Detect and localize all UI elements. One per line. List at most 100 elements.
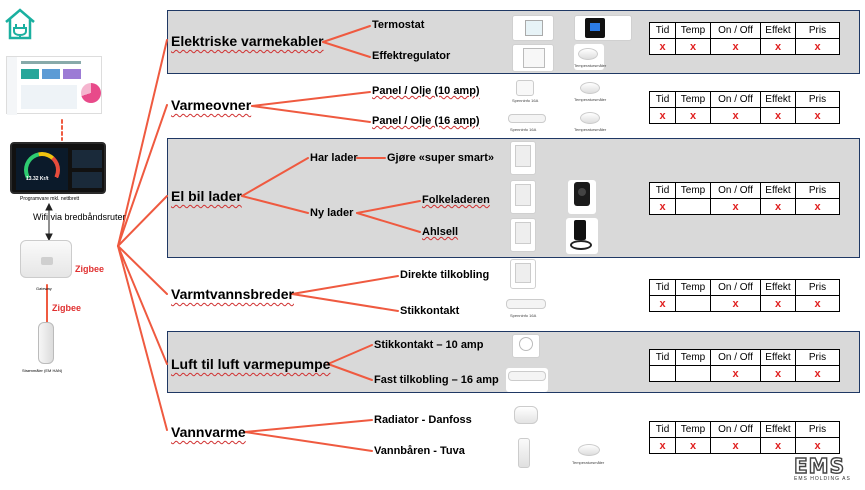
capability-header-cell: Temp (675, 349, 711, 366)
capability-header-cell: On / Off (710, 421, 761, 438)
tablet-display: 13.32 Kr/t (10, 142, 106, 194)
capability-mark-cell: x (710, 198, 761, 215)
sub-ahlsell: Ahlsell (422, 226, 459, 238)
capability-mark-cell: x (795, 38, 840, 55)
temp-sensor-image-2: Temperatursmåler (574, 80, 606, 104)
capability-header-cell: Tid (649, 279, 676, 296)
switch-image-4 (506, 368, 548, 392)
capability-mark-cell: x (649, 38, 676, 55)
capability-mark-cell: x (675, 107, 711, 124)
ems-logo: EMS EMS HOLDING AS (793, 454, 860, 486)
capability-header-cell: On / Off (710, 279, 761, 296)
sub-panel-10: Panel / Olje (10 amp) (372, 85, 480, 97)
capability-header-cell: Temp (675, 182, 711, 199)
capability-header-cell: Tid (649, 91, 676, 108)
capability-header-cell: On / Off (710, 349, 761, 366)
capability-header-cell: Effekt (760, 279, 796, 296)
capability-mark-cell: x (710, 365, 761, 382)
category-title-varmeovner: Varmeovner (171, 97, 252, 113)
software-caption: Programvare mkl. nettbrett (20, 196, 80, 202)
capability-mark-cell: x (795, 365, 840, 382)
temp-sensor-image-3: Temperatursmåler (574, 110, 606, 134)
zigbee-label-2: Zigbee (52, 303, 82, 313)
capability-mark-cell: x (795, 107, 840, 124)
zigbee-label-1: Zigbee (75, 264, 105, 274)
capability-mark-cell (649, 365, 676, 382)
sub-har-lader: Har lader (310, 152, 358, 164)
thermostat-white-image (512, 15, 554, 41)
capability-mark-cell: x (760, 38, 796, 55)
capability-mark-cell: x (675, 38, 711, 55)
switch-image-3: Spenninfo 16A (504, 295, 548, 323)
capability-header-cell: Pris (795, 91, 840, 108)
capability-header-cell: On / Off (710, 182, 761, 199)
din-switch-image-1 (510, 141, 536, 175)
capability-header-cell: Temp (675, 279, 711, 296)
dashboard-screenshot (6, 56, 102, 115)
sub-panel-16: Panel / Olje (16 amp) (372, 115, 480, 127)
ems-logo-sub: EMS HOLDING AS (794, 476, 851, 482)
capability-mark-cell: x (795, 437, 840, 454)
capability-header-cell: On / Off (710, 22, 761, 39)
capability-header-cell: Pris (795, 279, 840, 296)
capability-mark-cell: x (710, 38, 761, 55)
capability-mark-cell: x (710, 107, 761, 124)
din-switch-image-2 (510, 180, 536, 214)
capability-mark-cell: x (760, 365, 796, 382)
capability-mark-cell (675, 198, 711, 215)
ems-logo-name: EMS (793, 454, 845, 478)
capability-header-cell: Temp (675, 91, 711, 108)
capability-header-cell: Effekt (760, 421, 796, 438)
tuva-sensor-image (516, 438, 532, 472)
effektregulator-image (512, 44, 554, 72)
category-title-varmekabler: Elektriske varmekabler (171, 33, 324, 49)
sub-direkte: Direkte tilkobling (400, 269, 490, 281)
capability-header-cell: Effekt (760, 349, 796, 366)
capability-header-cell: Pris (795, 349, 840, 366)
capability-header-cell: Temp (675, 22, 711, 39)
temp-sensor-image-1: Temperatursmåler (574, 44, 606, 70)
capability-mark-cell: x (795, 198, 840, 215)
sub-stikkontakt-10: Stikkontakt – 10 amp (374, 339, 484, 351)
capability-header-cell: Tid (649, 349, 676, 366)
pie-chart-icon (81, 83, 101, 103)
category-title-vannvarme: Vannvarme (171, 424, 246, 440)
capability-header-cell: Tid (649, 22, 676, 39)
capability-mark-cell: x (760, 198, 796, 215)
capability-mark-cell (675, 295, 711, 312)
sub-folkeladeren: Folkeladeren (422, 194, 490, 206)
din-switch-image-3 (510, 218, 536, 252)
capability-mark-cell: x (649, 198, 676, 215)
capability-mark-cell: x (760, 437, 796, 454)
radiator-valve-image (510, 402, 542, 430)
capability-header-cell: Effekt (760, 91, 796, 108)
plug-switch-image (512, 334, 540, 358)
charger-ahlsell-image (566, 218, 598, 254)
capability-header-cell: Temp (675, 421, 711, 438)
gateway-device (20, 240, 72, 278)
sub-termostat: Termostat (372, 19, 425, 31)
capability-mark-cell: x (649, 107, 676, 124)
capability-header-cell: Pris (795, 421, 840, 438)
category-title-elbil: El bil lader (171, 188, 242, 204)
capability-mark-cell: x (675, 437, 711, 454)
capability-mark-cell (675, 365, 711, 382)
capability-mark-cell: x (760, 107, 796, 124)
sub-super-smart: Gjøre «super smart» (387, 152, 494, 164)
sub-ny-lader: Ny lader (310, 207, 354, 219)
category-title-varmtvann: Varmtvannsbreder (171, 286, 294, 302)
sub-radiator: Radiator - Danfoss (374, 414, 472, 426)
